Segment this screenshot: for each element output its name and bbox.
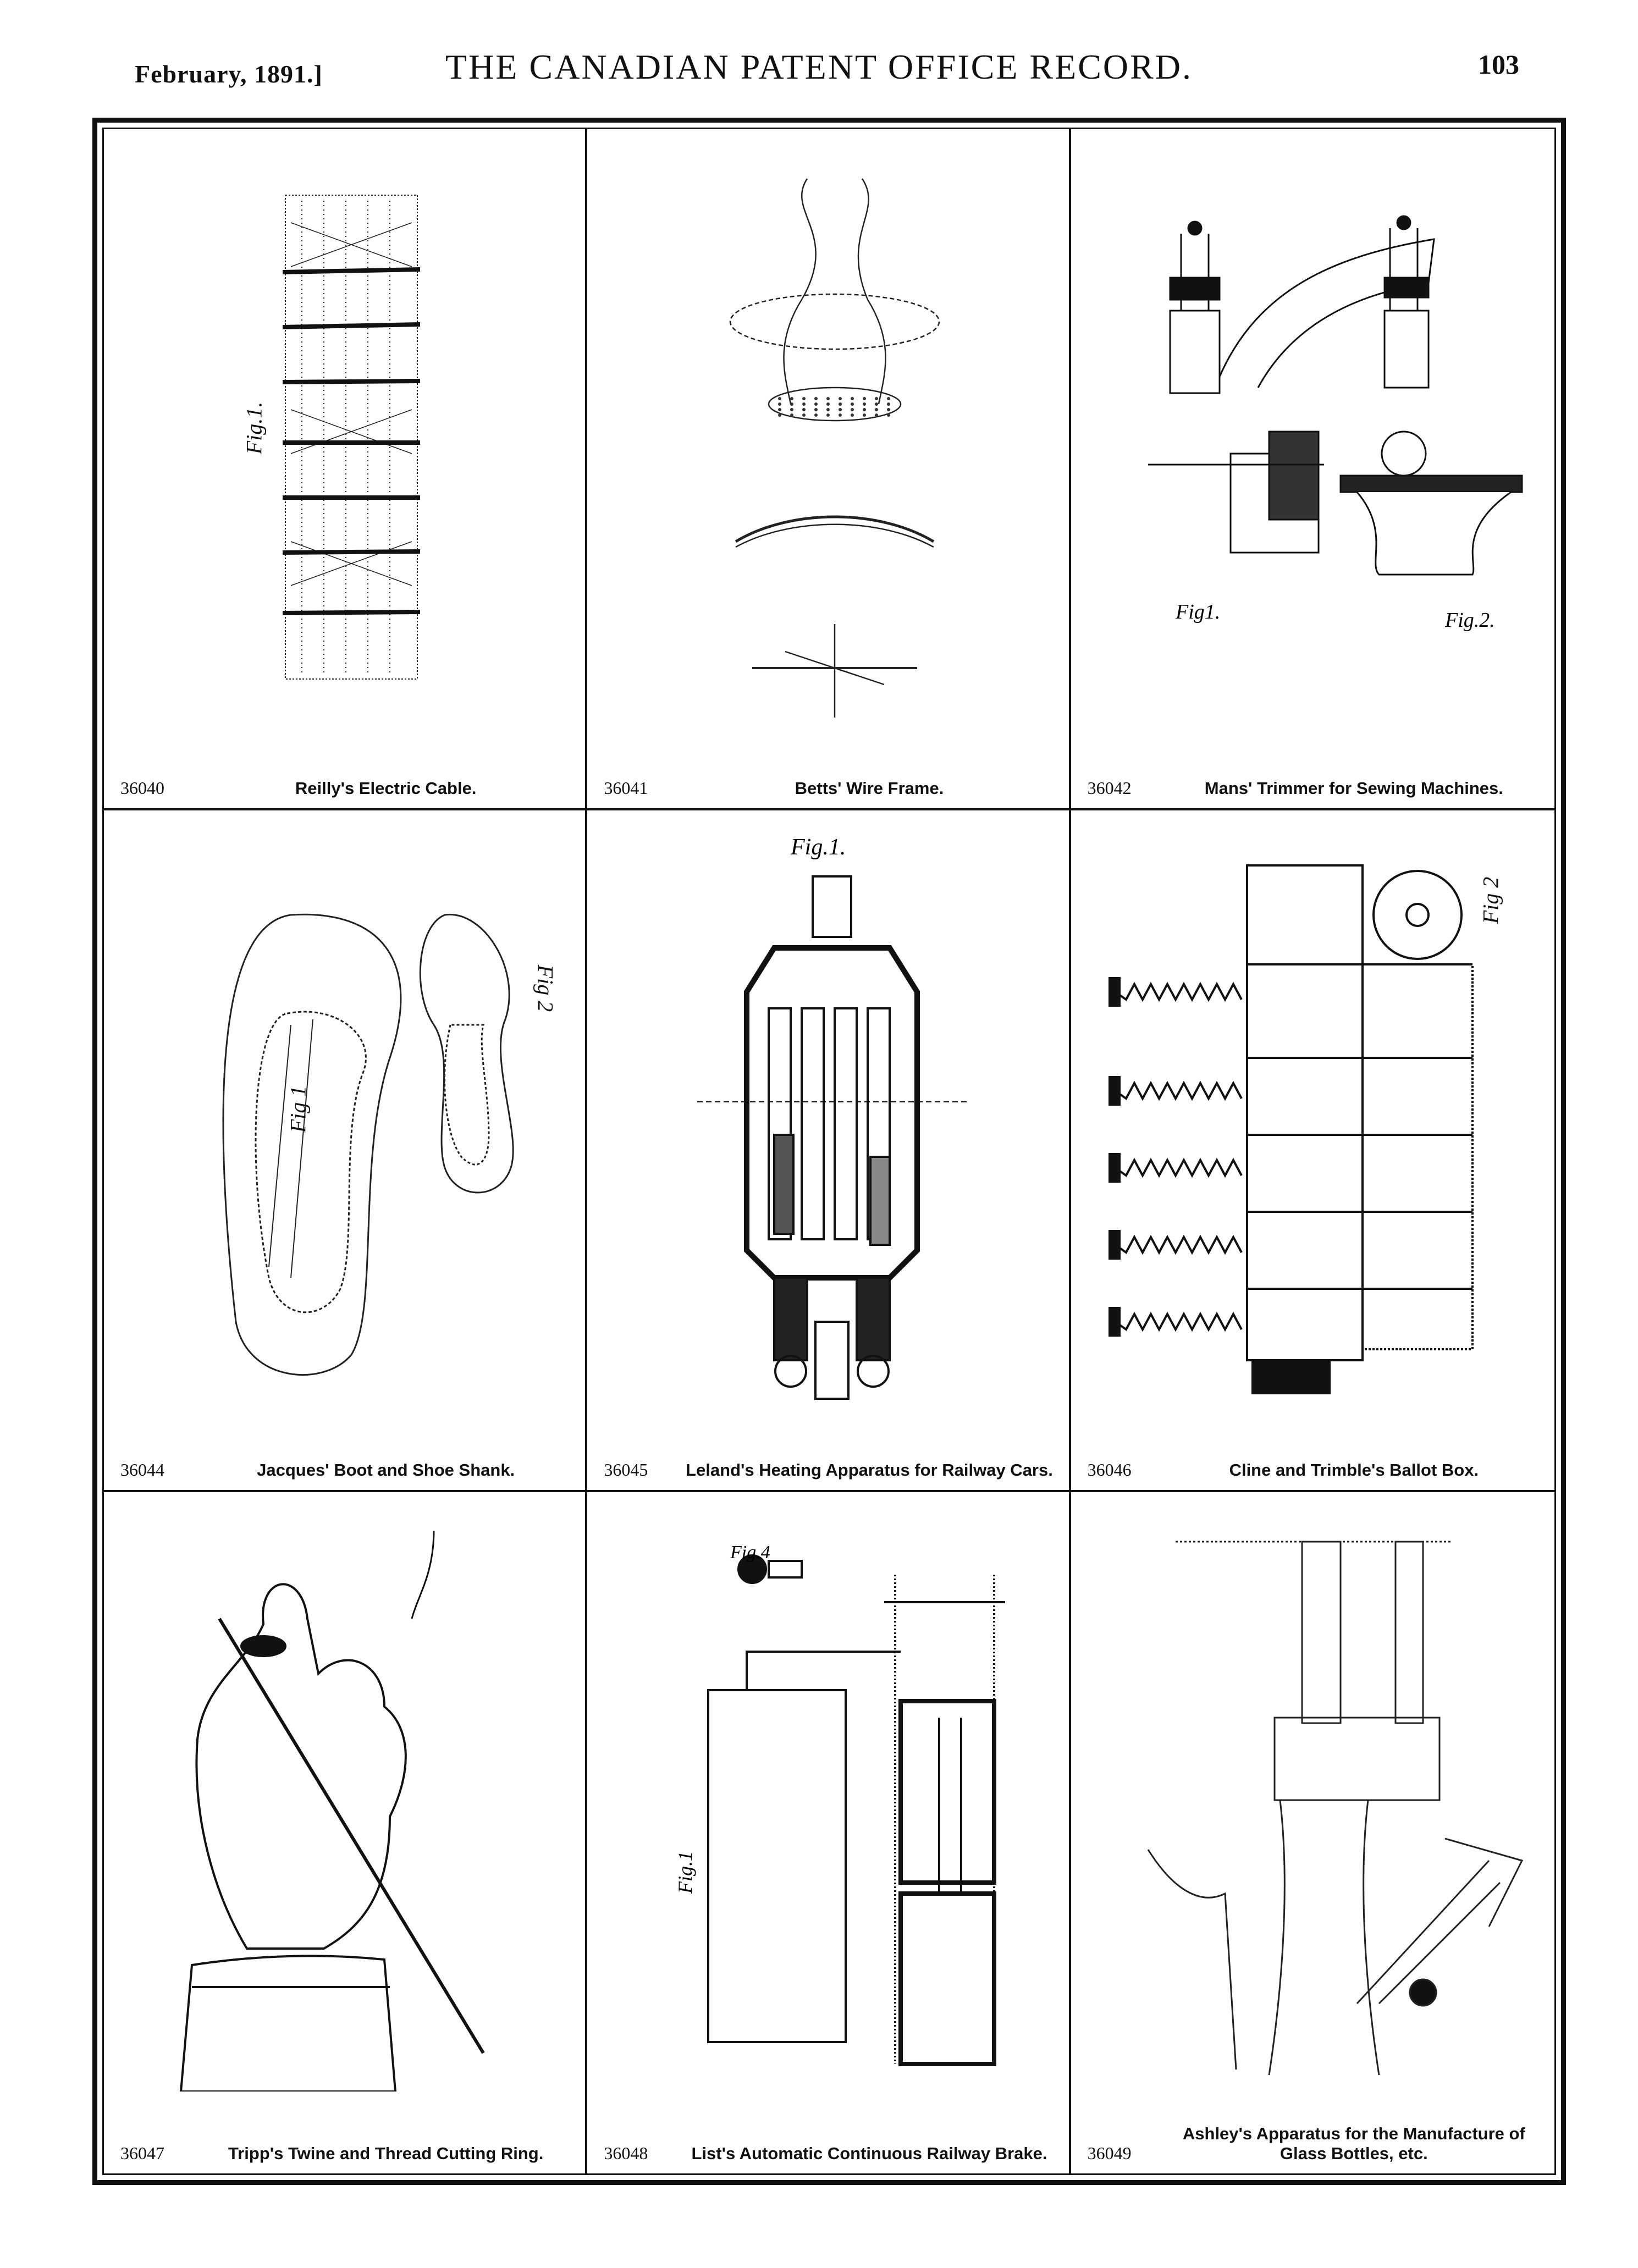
glass-bottle-apparatus-drawing (1147, 1541, 1523, 2075)
patent-title: Betts' Wire Frame. (795, 779, 944, 798)
patent-cell-36041: 36041 Betts' Wire Frame. (587, 129, 1071, 811)
patent-cell-36048: Fig.4 Fig.1 36048 List's Automatic Conti… (587, 1492, 1071, 2173)
patent-number: 36040 (120, 778, 164, 798)
patent-cell-36040: Fig.1. 36040 Reilly's Electric Cable. (104, 129, 588, 811)
inner-border (102, 128, 1556, 2175)
fig4-label: Fig.4 (730, 1542, 770, 1563)
fig1-label: Fig 1 (285, 1086, 311, 1133)
patent-number: 36045 (604, 1459, 648, 1480)
patent-number: 36048 (604, 2143, 648, 2163)
cutting-ring-hand-drawing (179, 1530, 485, 2092)
page-number: 103 (1478, 49, 1519, 80)
patent-number: 36042 (1087, 778, 1132, 798)
electric-cable-drawing (282, 195, 421, 680)
patent-title: Ashley's Apparatus for the Manufacture o… (1182, 2124, 1525, 2163)
patent-title: Cline and Trimble's Ballot Box. (1229, 1460, 1479, 1480)
patent-number: 36049 (1087, 2143, 1132, 2163)
patent-cell-36047: 36047 Tripp's Twine and Thread Cutting R… (104, 1492, 588, 2173)
patent-cell-36042: Fig1. Fig.2. 36042 Mans' Trimmer for Sew… (1071, 129, 1554, 811)
patent-cell-36044: Fig 1 Fig 2 36044 Jacques' Boot and Shoe… (104, 810, 588, 1492)
railway-brake-drawing: Fig.4 Fig.1 (674, 1542, 1006, 2066)
patent-cell-36046: Fig 2 36046 Cline and Trimble's Ballot B… (1071, 810, 1554, 1492)
patent-cell-36049: 36049 Ashley's Apparatus for the Manufac… (1071, 1492, 1554, 2173)
patent-title: Reilly's Electric Cable. (295, 779, 477, 798)
patent-title: Leland's Heating Apparatus for Railway C… (686, 1460, 1053, 1480)
fig1-label: Fig1. (1175, 600, 1220, 623)
heating-apparatus-drawing: Fig.1. (697, 835, 967, 1400)
fig2-label: Fig 2 (1477, 877, 1503, 924)
publication-title: THE CANADIAN PATENT OFFICE RECORD. (445, 47, 1193, 86)
patent-cell-36045: Fig.1. 36045 Leland's Heating Apparatus … (587, 810, 1071, 1492)
patent-title: Tripp's Twine and Thread Cutting Ring. (228, 2144, 544, 2163)
issue-date: February, 1891.] (135, 60, 323, 88)
patent-number: 36046 (1087, 1459, 1132, 1480)
fig2-label: Fig 2 (533, 965, 558, 1012)
outer-border (92, 118, 1566, 2185)
sewing-trimmer-drawing: Fig1. Fig.2. (1148, 215, 1523, 632)
wire-frame-drawing (730, 178, 940, 718)
patent-number: 36041 (604, 778, 648, 798)
fig1-label: Fig.1 (674, 1851, 696, 1894)
fig2-label: Fig.2. (1444, 609, 1495, 632)
ballot-box-drawing (1108, 864, 1474, 1395)
patent-title: Mans' Trimmer for Sewing Machines. (1204, 779, 1503, 798)
patent-number: 36044 (120, 1459, 164, 1480)
page-header: February, 1891.] THE CANADIAN PATENT OFF… (0, 0, 1638, 99)
patent-number: 36047 (120, 2143, 164, 2163)
boot-shank-drawing (222, 914, 514, 1376)
patent-title: Jacques' Boot and Shoe Shank. (257, 1460, 515, 1480)
patent-title: List's Automatic Continuous Railway Brak… (691, 2144, 1047, 2163)
fig-label: Fig.1. (241, 401, 267, 455)
fig1-label: Fig.1. (790, 835, 846, 860)
patent-drawing-grid: Fig.1. 36040 Reilly's Electric Cable. 36… (104, 129, 1554, 2173)
